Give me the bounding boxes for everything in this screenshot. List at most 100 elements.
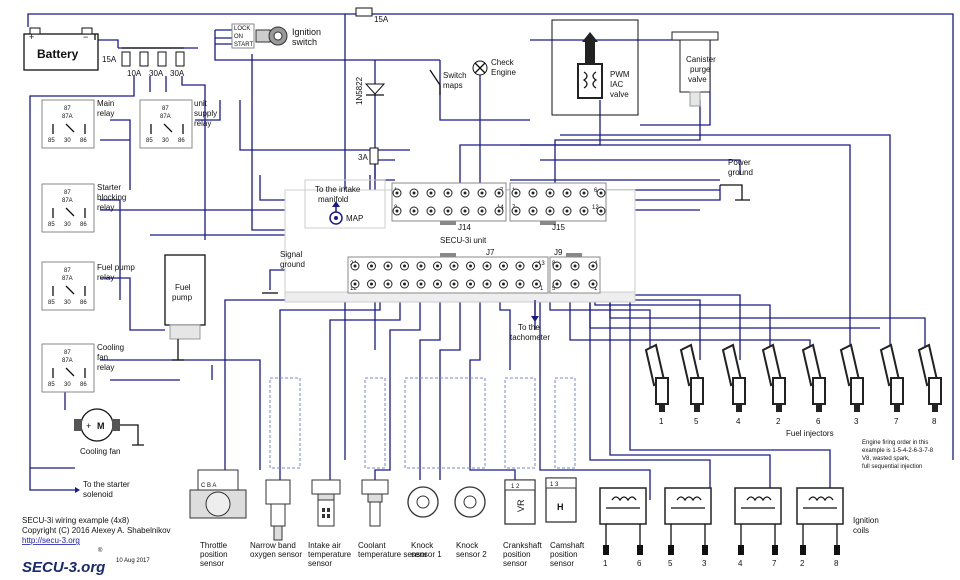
fan-motor-letter: M	[97, 421, 105, 431]
svg-text:87A: 87A	[62, 276, 73, 282]
map-sensor: To the intake manifold MAP	[304, 179, 386, 229]
fuse-30a-label: 30A	[149, 69, 164, 78]
canister-label-1: Canister	[686, 55, 716, 64]
connector-pin-dot	[480, 209, 484, 213]
battery: Battery + −	[23, 27, 99, 71]
connector-pin-dot	[353, 282, 357, 286]
injector-number: 7	[894, 417, 899, 426]
diode: 1N5822	[355, 76, 386, 105]
relay-fan-label-2: fan	[97, 353, 108, 362]
connector-pin-dot	[485, 282, 489, 286]
canister-label-2: purge	[690, 65, 711, 74]
crank-pins: 1 2	[511, 484, 520, 490]
map-label: MAP	[346, 214, 363, 223]
ignition-switch: LOCK ON START Ignition switch	[231, 23, 321, 49]
connector-pin-dot	[429, 191, 433, 195]
coils-label-2: coils	[853, 526, 869, 535]
sensor-label: temperature sensor	[358, 550, 428, 559]
connector-pin-dot	[599, 209, 603, 213]
connector-pin-dot	[403, 264, 406, 268]
wires	[27, 13, 954, 500]
sensor-coolant	[361, 479, 389, 527]
injector-number: 6	[816, 417, 821, 426]
sensor-label: Narrow band	[250, 541, 296, 550]
relay-unit-label-1: unit	[194, 99, 208, 108]
connector-pin-dot	[386, 264, 390, 268]
svg-text:86: 86	[80, 138, 87, 144]
coil-cylinder-number: 7	[772, 559, 777, 568]
key-icon	[255, 26, 288, 46]
power-ground-label-2: ground	[728, 168, 753, 177]
svg-text:87: 87	[64, 106, 71, 112]
svg-text:12: 12	[350, 286, 357, 292]
connector-pin-dot	[419, 282, 423, 286]
relay-unit-label-2: supply	[194, 109, 217, 118]
svg-text:12: 12	[592, 205, 599, 211]
svg-text:13: 13	[538, 261, 545, 267]
intake-label-2: manifold	[318, 195, 348, 204]
sensor-label: sensor	[200, 559, 224, 568]
fuel-injector: 1	[644, 343, 669, 426]
battery-label: Battery	[37, 47, 79, 61]
svg-text:87A: 87A	[62, 198, 73, 204]
fuse-main-label: 15A	[102, 55, 117, 64]
connector-pin-dot	[591, 264, 595, 268]
connector-pin-dot	[485, 264, 489, 268]
sensor-label: sensor	[550, 559, 574, 568]
fuse-top-label: 15A	[374, 15, 389, 24]
svg-text:86: 86	[80, 382, 87, 388]
sensor-label: Throttle	[200, 541, 228, 550]
relay-cooling-fan: 87 87A 30 85 86 Cooling fan relay	[41, 343, 124, 393]
connector-pin-dot	[497, 191, 501, 195]
relay-main-label-2: relay	[97, 109, 114, 118]
connector-pins	[350, 188, 606, 289]
footer: SECU-3i wiring example (4x8) Copyright (…	[22, 516, 171, 576]
signal-ground-label-2: ground	[280, 260, 305, 269]
pwm-label-3: valve	[610, 90, 629, 99]
connector-pin-dot	[436, 282, 439, 286]
sensor-label: Crankshaft	[503, 541, 542, 550]
connector-pin-dot	[412, 209, 416, 213]
relay-fuel-pump: 87 87A 30 85 86 Fuel pump relay	[41, 261, 135, 311]
connector-pin-dot	[548, 191, 552, 195]
connector-pin-dot	[480, 191, 484, 195]
connector-pin-dot	[452, 264, 456, 268]
svg-text:30: 30	[64, 222, 71, 228]
tachometer: To the tachometer	[510, 300, 550, 342]
connector-pin-dot	[518, 264, 522, 268]
svg-text:1: 1	[540, 286, 544, 292]
footer-copyright: Copyright (C) 2016 Alexey A. Shabelnikov	[22, 526, 171, 535]
switch-maps: Switch maps	[429, 69, 467, 95]
connector-pin-dot	[395, 191, 399, 195]
svg-text:87: 87	[64, 350, 71, 356]
sensor-label: Knock	[456, 541, 479, 550]
battery-plus: +	[29, 32, 34, 42]
footer-url[interactable]: http://secu-3.org	[22, 536, 80, 545]
relay-main-label-1: Main	[97, 99, 114, 108]
connector-pin-dot	[463, 209, 467, 213]
sensor-knock-1	[407, 486, 439, 518]
cooling-fan-label: Cooling fan	[80, 447, 120, 456]
power-ground-label-1: Power	[728, 158, 751, 167]
connector-pin-dot	[395, 209, 399, 213]
starter-label-1: To the starter	[83, 480, 130, 489]
svg-text:87: 87	[162, 106, 169, 112]
pwm-label-1: PWM	[610, 70, 630, 79]
j14-label: J14	[458, 223, 471, 232]
sensor-label: sensor 2	[456, 550, 487, 559]
connector-pin-dot	[502, 264, 505, 268]
svg-text:85: 85	[48, 382, 55, 388]
j9-label: J9	[554, 248, 563, 257]
intake-label-1: To the intake	[315, 185, 361, 194]
connector-pin-dot	[518, 282, 522, 286]
connector-pin-dot	[463, 191, 467, 195]
connector-pin-dot	[353, 264, 357, 268]
tps-pins: C B A	[201, 483, 216, 489]
relay-fuel-label-1: Fuel pump	[97, 263, 135, 272]
coil-cylinder-number: 6	[637, 559, 642, 568]
j15-label: J15	[552, 223, 565, 232]
